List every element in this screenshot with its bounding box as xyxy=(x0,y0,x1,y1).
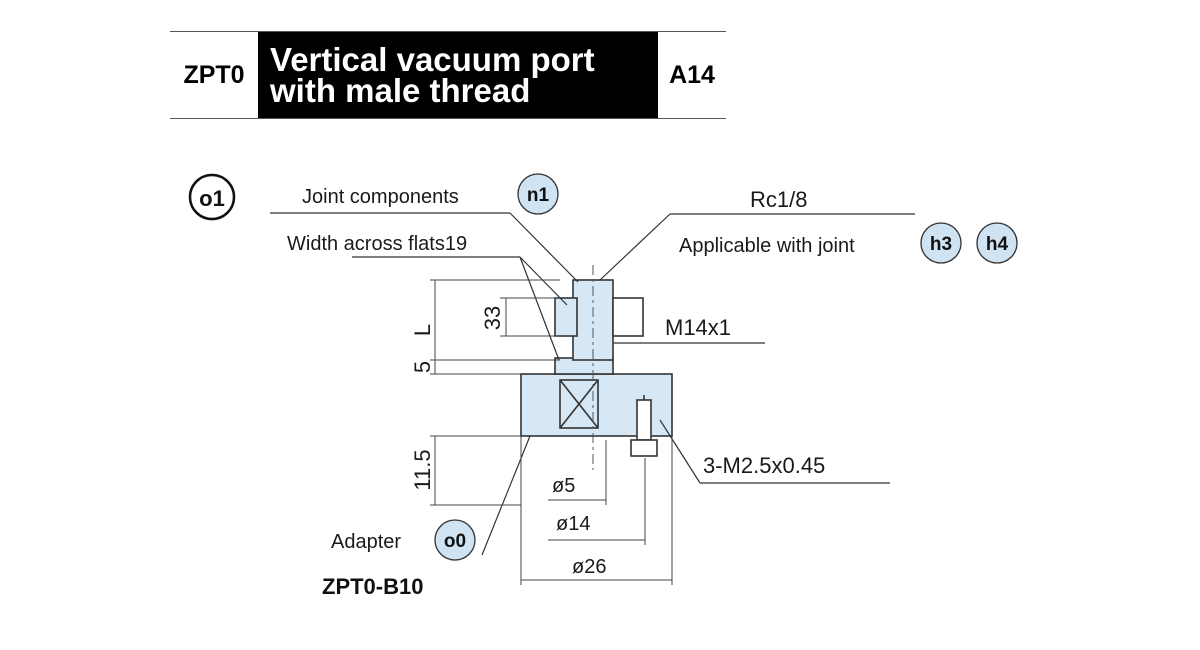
adapter-label: Adapter xyxy=(331,531,401,553)
page-title: Vertical vacuum port with male thread xyxy=(258,32,658,118)
part-body xyxy=(520,279,673,457)
screw-label: 3-M2.5x0.45 xyxy=(703,453,825,478)
joint-badge-h4: h4 xyxy=(976,222,1018,264)
page-code: A14 xyxy=(669,60,715,89)
joint-components-badge: n1 xyxy=(517,173,559,215)
joint-badge-h3: h3 xyxy=(920,222,962,264)
upper-hex-nut-right xyxy=(612,297,644,337)
svg-text:o1: o1 xyxy=(199,186,225,211)
title-line-1: Vertical vacuum port xyxy=(270,41,595,78)
applicable-with-joint-label: Applicable with joint xyxy=(679,235,855,257)
svg-text:o0: o0 xyxy=(444,531,466,552)
dim-phi14: ø14 xyxy=(556,513,590,535)
svg-text:n1: n1 xyxy=(527,185,550,206)
dim-L: L xyxy=(410,324,435,336)
dim-5: 5 xyxy=(410,361,435,373)
joint-components-label: Joint components xyxy=(302,186,459,208)
part-number: ZPT0-B10 xyxy=(322,574,423,599)
dimension-lines xyxy=(430,279,673,585)
svg-text:h4: h4 xyxy=(986,234,1009,255)
width-across-flats-label: Width across flats19 xyxy=(287,233,467,255)
title-line-2: with male thread xyxy=(270,72,531,109)
upper-hex-nut-left xyxy=(554,297,578,337)
screw-body xyxy=(636,399,652,441)
leader-lines xyxy=(270,212,915,556)
dim-33: 33 xyxy=(480,306,505,330)
adapter-badge: o0 xyxy=(434,519,476,561)
thread-label: M14x1 xyxy=(665,315,731,340)
section-badge: o1 xyxy=(188,173,236,221)
series-code: ZPT0 xyxy=(183,60,245,89)
dim-phi26: ø26 xyxy=(572,556,606,578)
dim-11-5: 11.5 xyxy=(410,449,435,490)
svg-text:h3: h3 xyxy=(930,234,952,255)
screw-head xyxy=(630,439,658,457)
rc-label: Rc1/8 xyxy=(750,187,807,212)
dim-phi5: ø5 xyxy=(552,475,575,497)
title-band: ZPT0 Vertical vacuum port with male thre… xyxy=(170,31,726,119)
